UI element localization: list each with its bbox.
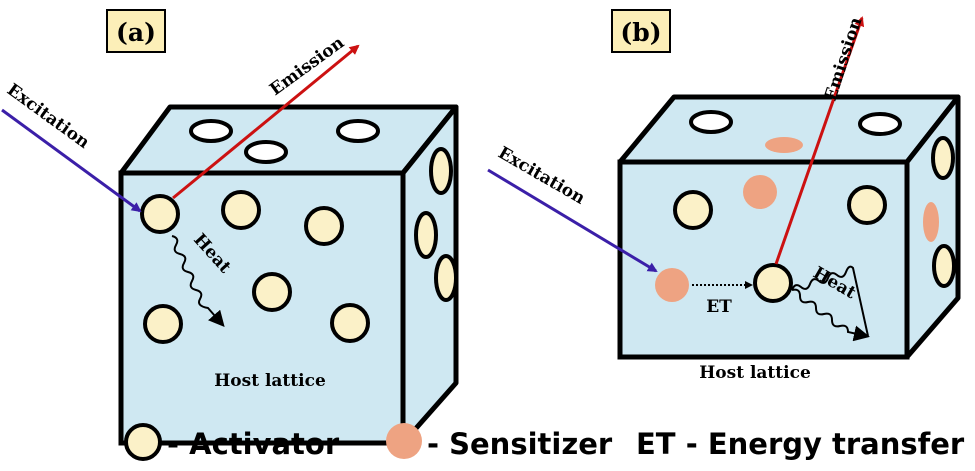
panel-b-label: (b) (620, 18, 661, 47)
emission-arrow-b (774, 16, 865, 265)
side-activator (434, 254, 458, 302)
legend: - Activator - Sensitizer ET - Energy tra… (124, 423, 965, 461)
panel-b: (b) Excitation Emission ET Heat (487, 9, 961, 383)
cube-a-top (118, 104, 459, 176)
et-label: ET (706, 297, 732, 317)
legend-sensitizer-swatch (386, 423, 422, 459)
emission-arrow-a (172, 44, 360, 200)
side-activator (931, 136, 955, 180)
sensitizer (655, 268, 689, 302)
activator (847, 185, 887, 225)
emission-label-a: Emission (266, 33, 348, 100)
panel-a: (a) Excitation Emission Heat Host lattic… (1, 9, 459, 446)
legend-activator-swatch (124, 423, 162, 461)
top-sensitizer (765, 137, 803, 153)
host-lattice-a: Host lattice (214, 371, 326, 391)
legend-sensitizer-label: - Sensitizer (427, 427, 613, 461)
side-activator (932, 244, 956, 288)
host-lattice-b: Host lattice (699, 363, 811, 383)
activator (304, 206, 344, 246)
excitation-label-b: Excitation (495, 143, 589, 209)
legend-activator-label: - Activator (167, 427, 340, 461)
top-site (858, 112, 902, 136)
emission-label-b: Emission (821, 15, 867, 104)
side-sensitizer (923, 202, 939, 242)
sensitizer (743, 175, 777, 209)
activator (252, 272, 292, 312)
activator (143, 304, 183, 344)
excitation-arrow-b (487, 168, 658, 273)
side-activator (429, 147, 453, 195)
top-site (189, 119, 233, 143)
heat-arrow-b-shaft (791, 288, 870, 342)
activator (140, 194, 180, 234)
top-site (689, 110, 733, 134)
activator (753, 263, 793, 303)
heat-arrow-a (171, 235, 225, 328)
top-site (336, 119, 380, 143)
panel-b-label-box (611, 9, 671, 53)
activator (221, 190, 261, 230)
excitation-arrow-a (1, 108, 142, 213)
activator (330, 303, 370, 343)
heat-arrow-b (791, 265, 869, 337)
activator (673, 190, 713, 230)
side-activator (414, 211, 438, 259)
legend-et-label: ET - Energy transfer (636, 427, 965, 461)
panel-a-label: (a) (116, 18, 156, 47)
top-site (244, 140, 288, 164)
panel-a-label-box (106, 9, 166, 53)
